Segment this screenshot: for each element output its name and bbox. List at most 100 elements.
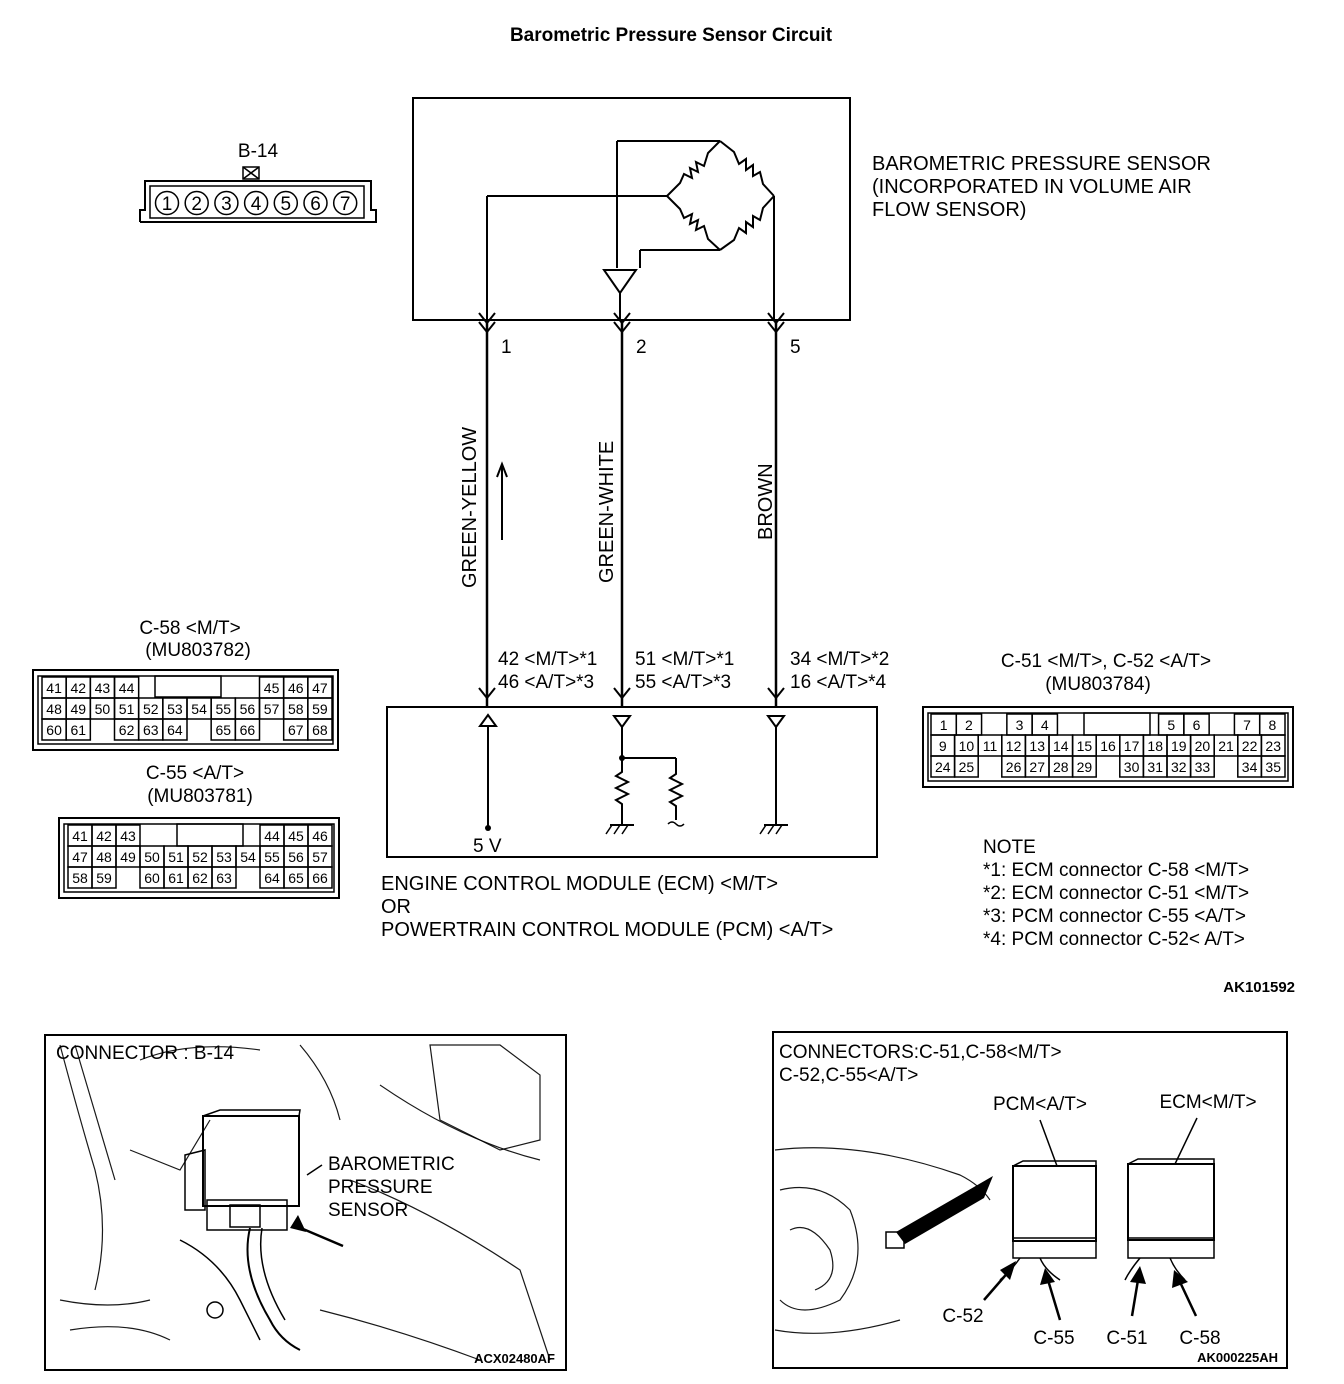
c58-pin: 56 xyxy=(240,701,256,717)
b14-pin-circle xyxy=(273,190,299,216)
c51-pin: 5 xyxy=(1167,717,1175,733)
note-line-4: *4: PCM connector C-52< A/T> xyxy=(983,929,1245,950)
c51-pin: 3 xyxy=(1016,717,1024,733)
c55-pin: 45 xyxy=(288,828,304,844)
inset-left-callout-2: PRESSURE xyxy=(328,1177,433,1198)
c55-pin: 54 xyxy=(240,849,256,865)
c55-pin: 42 xyxy=(96,828,112,844)
c51-pin: 24 xyxy=(935,759,951,775)
c51-pin: 4 xyxy=(1041,717,1049,733)
inset-left-callout-1: BAROMETRIC xyxy=(328,1154,455,1175)
c55-pin: 41 xyxy=(72,828,88,844)
terminal-2-label: 2 xyxy=(636,337,647,358)
c52-callout: C-52 xyxy=(942,1306,983,1327)
inset-connectors-pcm-ecm xyxy=(772,1031,1288,1369)
inset-left-title: CONNECTOR : B-14 xyxy=(56,1043,235,1064)
c58-pin: 68 xyxy=(312,722,328,738)
inset-connector-b14 xyxy=(44,1034,567,1371)
c58-pin: 61 xyxy=(70,722,86,738)
c58-pin: 53 xyxy=(167,701,183,717)
c55-pin: 60 xyxy=(144,870,160,886)
c58-pin: 55 xyxy=(215,701,231,717)
c51-pin: 17 xyxy=(1124,738,1140,754)
c55-callout: C-55 xyxy=(1033,1328,1074,1349)
c55-pin-cell xyxy=(211,866,237,889)
b14-pin-circle xyxy=(303,190,328,216)
pcm-label: PCM<A/T> xyxy=(993,1094,1087,1115)
c51-pin: 35 xyxy=(1265,759,1281,775)
c58-pin: 64 xyxy=(167,722,183,738)
inset-right-title-1: CONNECTORS:C-51,C-58<M/T> xyxy=(779,1042,1062,1063)
b14-pin-circle xyxy=(184,190,209,216)
c58-pin: 60 xyxy=(46,722,62,738)
c55-pin: 44 xyxy=(264,828,280,844)
c58-pin-cell xyxy=(162,718,188,741)
c55-pin: 63 xyxy=(216,870,232,886)
note-line-3: *3: PCM connector C-55 <A/T> xyxy=(983,906,1246,927)
c55-pin: 59 xyxy=(96,870,112,886)
c51-pin: 16 xyxy=(1100,738,1116,754)
c58-pin: 44 xyxy=(119,680,135,696)
c55-pin: 50 xyxy=(144,849,160,865)
c55-pin: 62 xyxy=(192,870,208,886)
c55-pin: 46 xyxy=(312,828,328,844)
c51-pin: 19 xyxy=(1171,738,1187,754)
c51-pin: 33 xyxy=(1195,759,1211,775)
pin-label-55: 55 <A/T>*3 xyxy=(635,672,731,693)
c55-pin: 64 xyxy=(264,870,280,886)
c58-pin: 48 xyxy=(46,701,62,717)
c51-pin: 14 xyxy=(1053,738,1069,754)
wire-green-yellow xyxy=(478,312,508,706)
c51-pin: 21 xyxy=(1218,738,1234,754)
c58-pin-cell xyxy=(234,718,261,741)
note-line-2: *2: ECM connector C-51 <M/T> xyxy=(983,883,1249,904)
wire-brown xyxy=(767,312,785,706)
c55-part: (MU803781) xyxy=(147,786,253,807)
b14-pin: 3 xyxy=(221,194,232,215)
b14-pin: 4 xyxy=(251,194,262,215)
terminal-5-label: 5 xyxy=(790,337,801,358)
c55-pin: 58 xyxy=(72,870,88,886)
sensor-label-line-3: FLOW SENSOR) xyxy=(872,199,1026,221)
c55-pin: 43 xyxy=(120,828,136,844)
c58-pin: 50 xyxy=(95,701,111,717)
b14-pin: 1 xyxy=(162,194,173,215)
wire-color-green-white: GREEN-WHITE xyxy=(596,441,618,583)
c55-pin-cell xyxy=(307,866,333,889)
c58-pin: 43 xyxy=(95,680,111,696)
c51-pin: 13 xyxy=(1029,738,1045,754)
c55-pin: 49 xyxy=(120,849,136,865)
sensor-label-line-1: BAROMETRIC PRESSURE SENSOR xyxy=(872,153,1211,175)
terminal-1-label: 1 xyxy=(501,337,512,358)
c55-pin: 56 xyxy=(288,849,304,865)
inset-right-code: AK000225AH xyxy=(1197,1350,1278,1365)
c51-pin: 25 xyxy=(959,759,975,775)
c58-part: (MU803782) xyxy=(145,640,251,661)
c58-pin: 49 xyxy=(70,701,86,717)
pin-label-42: 42 <M/T>*1 xyxy=(498,649,597,670)
c51-pin: 9 xyxy=(939,738,947,754)
c58-pin-cell xyxy=(65,718,92,741)
wheatstone-bridge xyxy=(486,140,775,320)
note-heading: NOTE xyxy=(983,837,1036,858)
c55-pin: 57 xyxy=(312,849,328,865)
inset-left-code: ACX02480AF xyxy=(474,1351,555,1366)
note-block: NOTE *1: ECM connector C-58 <M/T> *2: EC… xyxy=(983,837,1249,950)
c58-pin: 41 xyxy=(46,680,62,696)
pin-label-34: 34 <M/T>*2 xyxy=(790,649,889,670)
c51-title: C-51 <M/T>, C-52 <A/T> xyxy=(1001,651,1211,672)
c58-pin: 51 xyxy=(119,701,135,717)
ecm-internal xyxy=(478,713,788,835)
c55-pin: 51 xyxy=(168,849,184,865)
sensor-label-line-2: (INCORPORATED IN VOLUME AIR xyxy=(872,176,1192,198)
b14-pin: 2 xyxy=(191,194,202,215)
b14-pin: 5 xyxy=(281,194,292,215)
c58-callout: C-58 xyxy=(1179,1328,1220,1349)
b14-pin: 6 xyxy=(310,194,321,215)
c58-pin: 66 xyxy=(240,722,256,738)
